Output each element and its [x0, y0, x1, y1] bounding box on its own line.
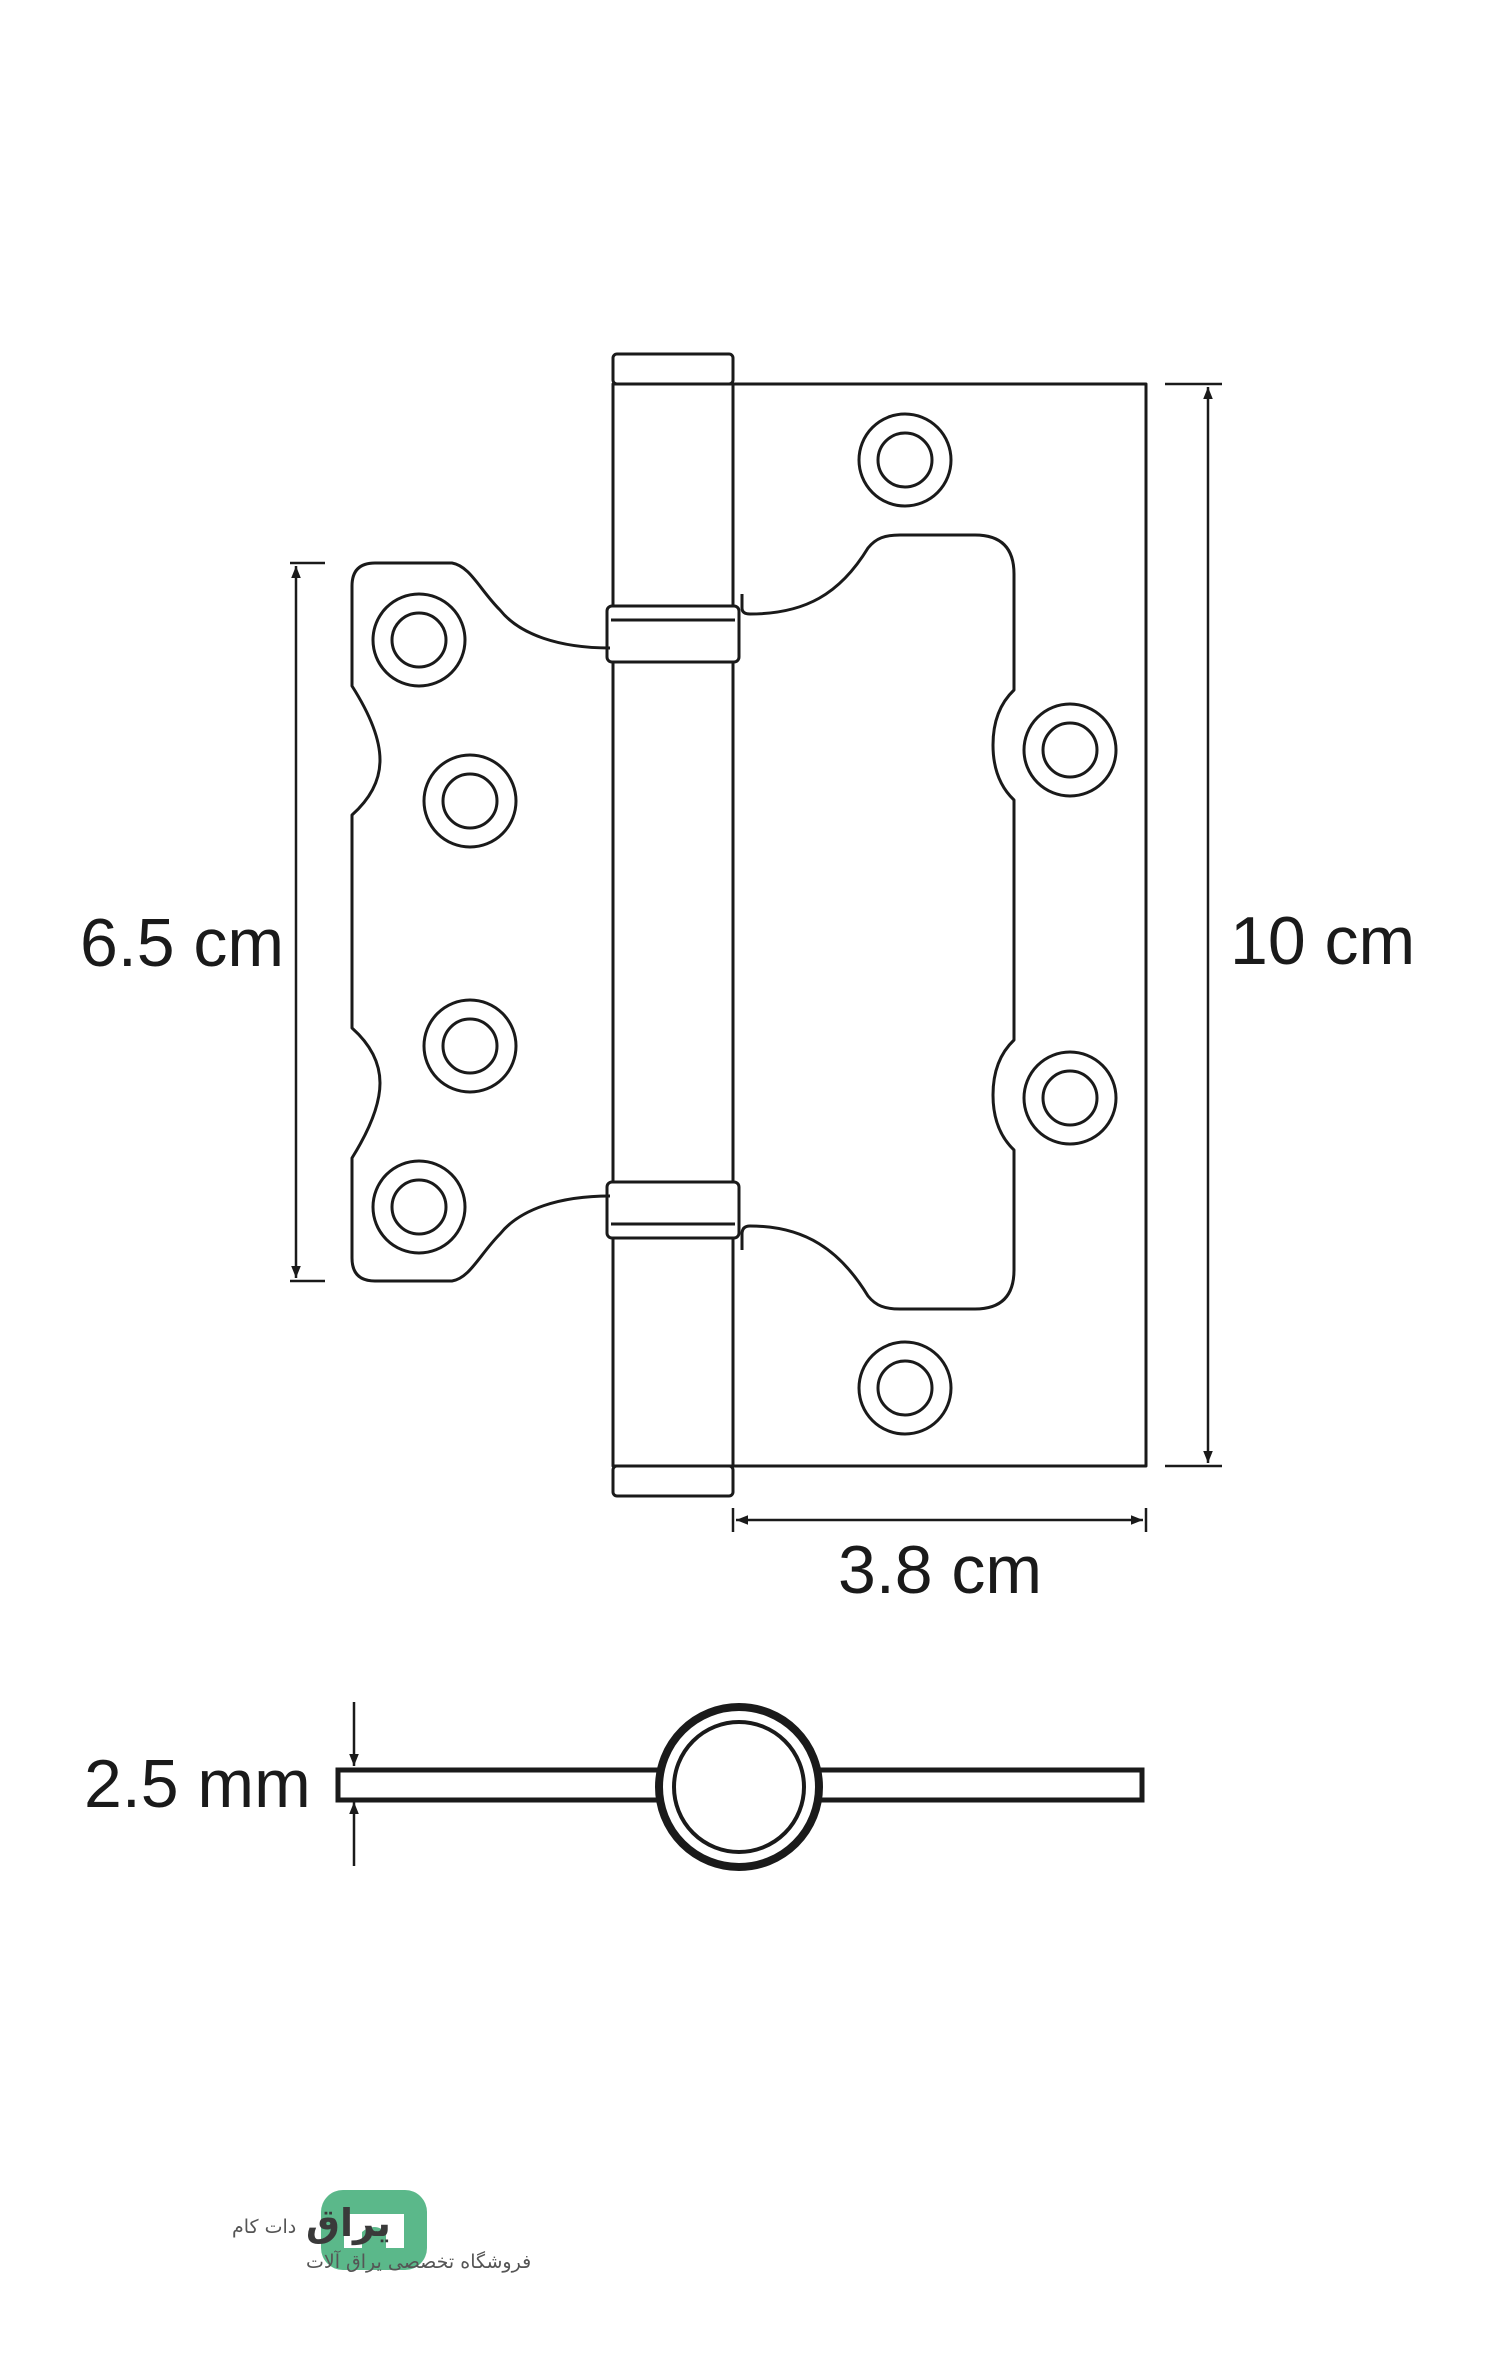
- cross-section-left-plate: [335, 1767, 660, 1803]
- large-leaf-outline: [733, 382, 1148, 1468]
- screw-hole: [857, 1340, 953, 1436]
- barrel-bottom-knuckle: [611, 1236, 735, 1468]
- screw-hole: [1022, 702, 1118, 798]
- barrel-top-ring: [605, 604, 741, 664]
- brand-name: یراق: [306, 2201, 391, 2245]
- screw-hole: [371, 1159, 467, 1255]
- keyhole-icon: [344, 2214, 404, 2248]
- cross-section-barrel-inner: [672, 1720, 806, 1854]
- cross-section-barrel-outer: [655, 1703, 823, 1871]
- screw-hole: [422, 998, 518, 1094]
- barrel-bottom-ring: [605, 1180, 741, 1240]
- barrel-top-knuckle: [611, 382, 735, 608]
- brand-logo: یراق دات کام فروشگاه تخصصی یراق آلات: [232, 2190, 531, 2273]
- label-width-bottom: 3.8 cm: [838, 1532, 1042, 1608]
- dimension-left-height: [290, 561, 325, 1283]
- screw-hole: [857, 412, 953, 508]
- barrel-bottom-cap: [611, 1464, 735, 1498]
- hinge-large-leaf: [733, 382, 1148, 1468]
- brand-suffix: دات کام: [232, 2216, 296, 2238]
- barrel-middle-knuckle: [611, 660, 735, 1184]
- hinge-small-leaf: [350, 561, 611, 1283]
- screw-hole: [422, 753, 518, 849]
- small-leaf-outline: [350, 561, 611, 1283]
- cross-section-right-plate: [818, 1767, 1145, 1803]
- barrel-top-cap: [611, 352, 735, 386]
- label-thickness: 2.5 mm: [84, 1746, 311, 1822]
- hinge-barrel: [605, 352, 741, 1498]
- label-height-right: 10 cm: [1230, 903, 1415, 979]
- label-height-left: 6.5 cm: [80, 905, 284, 981]
- brand-logo-mark: [321, 2190, 427, 2270]
- screw-hole: [371, 592, 467, 688]
- brand-tagline: فروشگاه تخصصی یراق آلات: [306, 2249, 531, 2273]
- large-leaf-window-top-lip: [740, 594, 751, 616]
- screw-holes: [371, 412, 1118, 1436]
- dimension-right-height: [1165, 382, 1222, 1468]
- screw-hole: [1022, 1050, 1118, 1146]
- dimension-bottom-width: [731, 1508, 1148, 1532]
- large-leaf-window: [740, 533, 1016, 1311]
- hinge-cross-section: [335, 1703, 1145, 1871]
